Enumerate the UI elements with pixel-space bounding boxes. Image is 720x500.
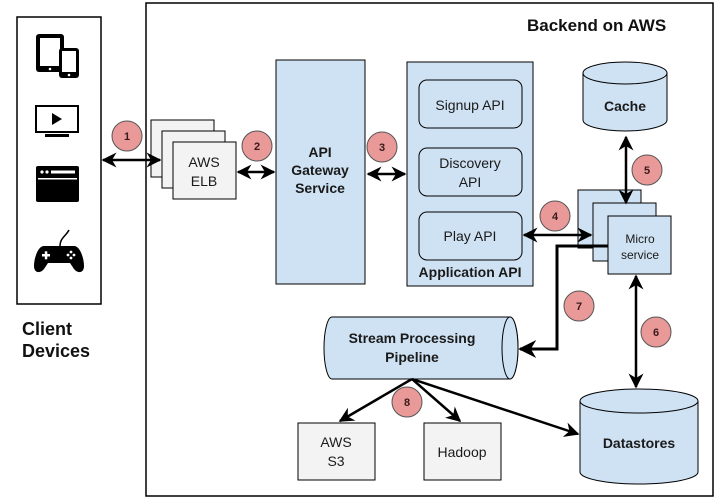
svg-text:5: 5 xyxy=(644,165,650,177)
hadoop-label: Hadoop xyxy=(437,444,486,460)
svg-text:6: 6 xyxy=(653,327,659,339)
stream-label-line2: Pipeline xyxy=(385,349,439,365)
hadoop-node[interactable]: Hadoop xyxy=(423,422,502,481)
arrow-7-microservice-stream xyxy=(518,244,608,358)
s3-label-line2: S3 xyxy=(327,453,344,469)
gateway-label-line3: Service xyxy=(295,180,345,196)
tv-play-icon xyxy=(35,105,79,137)
svg-text:3: 3 xyxy=(379,142,385,154)
arrow-8-stream-datastores xyxy=(411,377,580,437)
arrow-8-stream-s3 xyxy=(338,377,413,423)
svg-text:7: 7 xyxy=(576,301,582,313)
gateway-label-line1: API xyxy=(308,144,331,160)
discovery-api-box[interactable] xyxy=(418,147,523,197)
play-api-box[interactable] xyxy=(418,211,523,261)
client-label-line1: Client xyxy=(22,319,73,339)
stream-label-line1: Stream Processing xyxy=(349,330,476,346)
step-badge-1: 1 xyxy=(111,120,143,152)
step-badge-5: 5 xyxy=(631,154,663,186)
tablet-phone-icon xyxy=(36,34,79,78)
gamepad-icon xyxy=(34,229,84,273)
stream-processing-node[interactable]: Stream Processing Pipeline xyxy=(323,316,519,380)
api-gateway-node[interactable]: API Gateway Service xyxy=(275,59,366,285)
aws-elb-node[interactable]: AWS ELB xyxy=(150,119,237,200)
step-badge-8: 8 xyxy=(391,386,423,418)
svg-text:1: 1 xyxy=(124,131,130,143)
signup-api-box[interactable] xyxy=(418,79,523,129)
microservice-label-line2: service xyxy=(621,248,659,262)
step-badge-2: 2 xyxy=(241,130,273,162)
discovery-api-label-line1: Discovery xyxy=(439,155,500,171)
datastores-label: Datastores xyxy=(603,435,676,451)
aws-s3-node[interactable]: AWS S3 xyxy=(297,422,376,481)
step-badge-7: 7 xyxy=(563,290,595,322)
cache-label: Cache xyxy=(604,98,646,114)
play-api-label: Play API xyxy=(444,228,497,244)
elb-label-line1: AWS xyxy=(188,154,219,170)
backend-title: Backend on AWS xyxy=(527,16,667,35)
application-api-node[interactable]: Signup API Discovery API Play API Applic… xyxy=(406,61,534,287)
s3-label-line1: AWS xyxy=(320,434,351,450)
step-badge-4: 4 xyxy=(539,200,571,232)
backend-container xyxy=(145,2,714,497)
client-devices-label: Client Devices xyxy=(22,318,90,362)
cache-node[interactable]: Cache xyxy=(582,61,668,132)
browser-window-icon xyxy=(36,166,79,202)
step-badge-3: 3 xyxy=(366,131,398,163)
microservice-node[interactable]: Micro service xyxy=(577,189,672,275)
microservice-label-line1: Micro xyxy=(625,232,655,246)
client-label-line2: Devices xyxy=(22,341,91,361)
svg-text:2: 2 xyxy=(254,141,260,153)
discovery-api-label-line2: API xyxy=(459,174,482,190)
datastores-node[interactable]: Datastores xyxy=(579,388,699,485)
application-api-title: Application API xyxy=(419,264,522,280)
svg-text:4: 4 xyxy=(552,211,559,223)
elb-label-line2: ELB xyxy=(191,173,217,189)
signup-api-label: Signup API xyxy=(435,97,504,113)
arrow-8-stream-hadoop xyxy=(411,378,462,422)
gateway-label-line2: Gateway xyxy=(291,162,349,178)
svg-text:8: 8 xyxy=(404,397,410,409)
step-badge-6: 6 xyxy=(640,316,672,348)
